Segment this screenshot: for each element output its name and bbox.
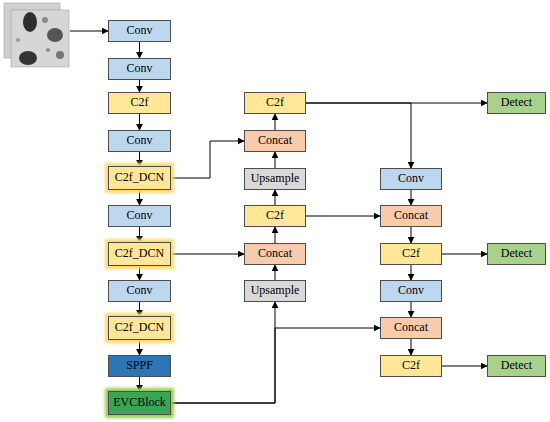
conv-box: Conv [108,58,171,80]
flow-arrow [275,227,276,243]
node-label: Concat [394,321,428,334]
node-label: C2f [131,96,149,109]
c2f-dcn-box: C2f_DCN [108,166,171,190]
conv-box: Conv [108,280,171,302]
flow-arrow [139,340,140,355]
flow-arrow [139,42,140,58]
node-label: Conv [126,62,152,75]
node-label: C2f [402,359,420,372]
flow-arrow [275,265,276,280]
input-arrow [70,31,108,32]
node-label: Upsample [251,284,300,297]
node-label: Detect [501,359,532,372]
detect-box: Detect [487,355,546,377]
node-label: Concat [394,209,428,222]
flow-arrow [139,190,140,205]
flow-arrow [139,80,140,92]
node-label: Conv [126,209,152,222]
flow-arrow [442,366,487,367]
flow-arrow [139,266,140,280]
flow-arrow [171,302,275,403]
concat-box: Concat [244,243,306,265]
flow-arrow [275,114,276,130]
conv-box: Conv [108,130,171,152]
detect-box: Detect [487,92,546,114]
flow-arrow [306,103,411,168]
concat-box: Concat [244,130,306,152]
node-label: Upsample [251,172,300,185]
sppf-box: SPPF [108,355,171,377]
flow-arrow [275,190,276,205]
node-label: Conv [398,284,424,297]
flow-arrow [442,254,487,255]
c2f-box: C2f [380,243,442,265]
concat-box: Concat [380,317,442,339]
flow-arrow [411,227,412,243]
c2f-dcn-box: C2f_DCN [108,316,171,340]
node-label: Detect [501,247,532,260]
flow-arrow [171,254,244,255]
flow-arrow [306,216,380,217]
c2f-box: C2f [108,92,171,114]
flow-arrow [139,114,140,130]
flow-arrow [411,339,412,355]
conv-box: Conv [380,168,442,190]
node-label: Concat [258,134,292,147]
conv-box: Conv [108,205,171,227]
c2f-box: C2f [244,92,306,114]
flow-arrow [171,328,380,403]
flow-arrow [411,265,412,280]
node-label: C2f [402,247,420,260]
node-label: Conv [126,284,152,297]
node-label: SPPF [126,359,153,372]
flow-arrow [306,103,487,104]
evc-block-box: EVCBlock [108,391,171,415]
node-label: C2f_DCN [115,247,164,260]
node-label: Conv [126,24,152,37]
node-label: C2f_DCN [115,171,164,184]
c2f-box: C2f [380,355,442,377]
node-label: Conv [398,172,424,185]
c2f-dcn-box: C2f_DCN [108,242,171,266]
c2f-box: C2f [244,205,306,227]
node-label: Conv [126,134,152,147]
upsample-box: Upsample [244,280,306,302]
node-label: C2f_DCN [115,321,164,334]
concat-box: Concat [380,205,442,227]
flow-arrow [139,302,140,316]
node-label: EVCBlock [113,396,166,409]
flow-arrow [411,302,412,317]
upsample-box: Upsample [244,168,306,190]
flow-arrow [171,141,244,178]
node-label: C2f [266,96,284,109]
input-image [4,3,69,67]
flow-arrow [411,190,412,205]
node-label: C2f [266,209,284,222]
node-label: Detect [501,96,532,109]
flow-arrow [139,227,140,242]
flow-arrow [275,152,276,168]
flow-arrow [139,377,140,391]
conv-box: Conv [108,20,171,42]
detect-box: Detect [487,243,546,265]
flow-arrow [139,152,140,166]
node-label: Concat [258,247,292,260]
conv-box: Conv [380,280,442,302]
